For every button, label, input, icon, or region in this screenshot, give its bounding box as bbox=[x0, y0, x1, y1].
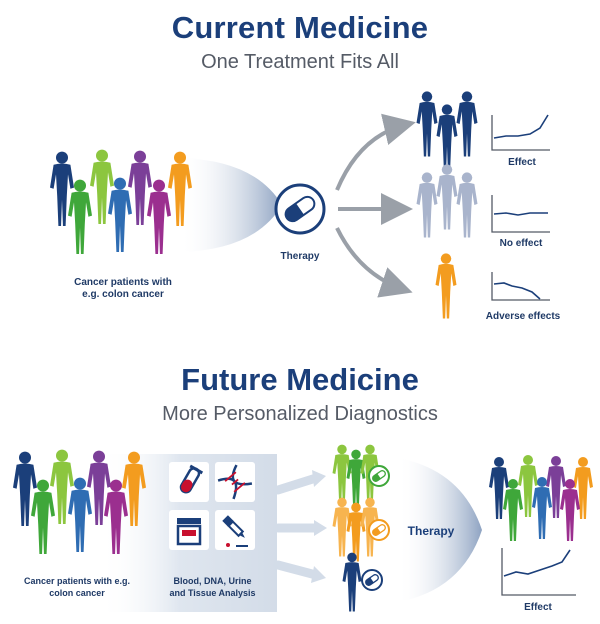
sample-container-tile bbox=[169, 510, 209, 550]
patient-group-result bbox=[489, 455, 593, 541]
adverse-effects-label: Adverse effects bbox=[485, 311, 561, 322]
future-effect-chart bbox=[501, 548, 576, 596]
arrow-to-adverse bbox=[335, 227, 413, 298]
adverse-chart bbox=[491, 272, 550, 301]
dna-tile bbox=[215, 462, 255, 502]
navy-pill-icon bbox=[361, 569, 383, 591]
arrow-to-group-3 bbox=[273, 560, 321, 580]
arrowhead bbox=[311, 566, 326, 583]
responders-group bbox=[416, 91, 478, 170]
patient-group bbox=[50, 149, 192, 254]
no-effect-label: No effect bbox=[499, 238, 543, 249]
no-effect-chart bbox=[491, 195, 550, 233]
arrow-to-effect bbox=[335, 113, 416, 191]
green-pill-icon bbox=[368, 465, 390, 487]
current-medicine-title: Current Medicine bbox=[171, 10, 429, 45]
therapy-label: Therapy bbox=[280, 251, 320, 262]
effect-chart bbox=[491, 114, 550, 151]
arrowhead bbox=[314, 520, 327, 536]
test-tube-tile bbox=[169, 462, 209, 502]
future-patients-label: Cancer patients with e.g. colon cancer bbox=[23, 576, 131, 598]
future-effect-label: Effect bbox=[524, 602, 552, 613]
analysis-label: Blood, DNA, Urine and Tissue Analysis bbox=[169, 576, 256, 598]
effect-label: Effect bbox=[508, 157, 536, 168]
patients-label: Cancer patients with e.g. colon cancer bbox=[74, 277, 172, 300]
orange-pill-icon bbox=[368, 519, 390, 541]
future-medicine-title: Future Medicine bbox=[181, 362, 419, 397]
adverse-group bbox=[435, 253, 457, 319]
non-responders-group bbox=[416, 164, 478, 238]
funnel-arrow-future bbox=[398, 458, 482, 602]
current-medicine-subtitle: One Treatment Fits All bbox=[201, 51, 399, 73]
future-therapy-label: Therapy bbox=[407, 524, 455, 538]
arrow-to-group-1 bbox=[273, 473, 321, 495]
pill-icon bbox=[274, 183, 326, 235]
funnel-arrow bbox=[180, 158, 282, 252]
future-medicine-subtitle: More Personalized Diagnostics bbox=[162, 403, 438, 425]
arrowhead bbox=[312, 470, 326, 487]
dropper-tile bbox=[215, 510, 255, 550]
